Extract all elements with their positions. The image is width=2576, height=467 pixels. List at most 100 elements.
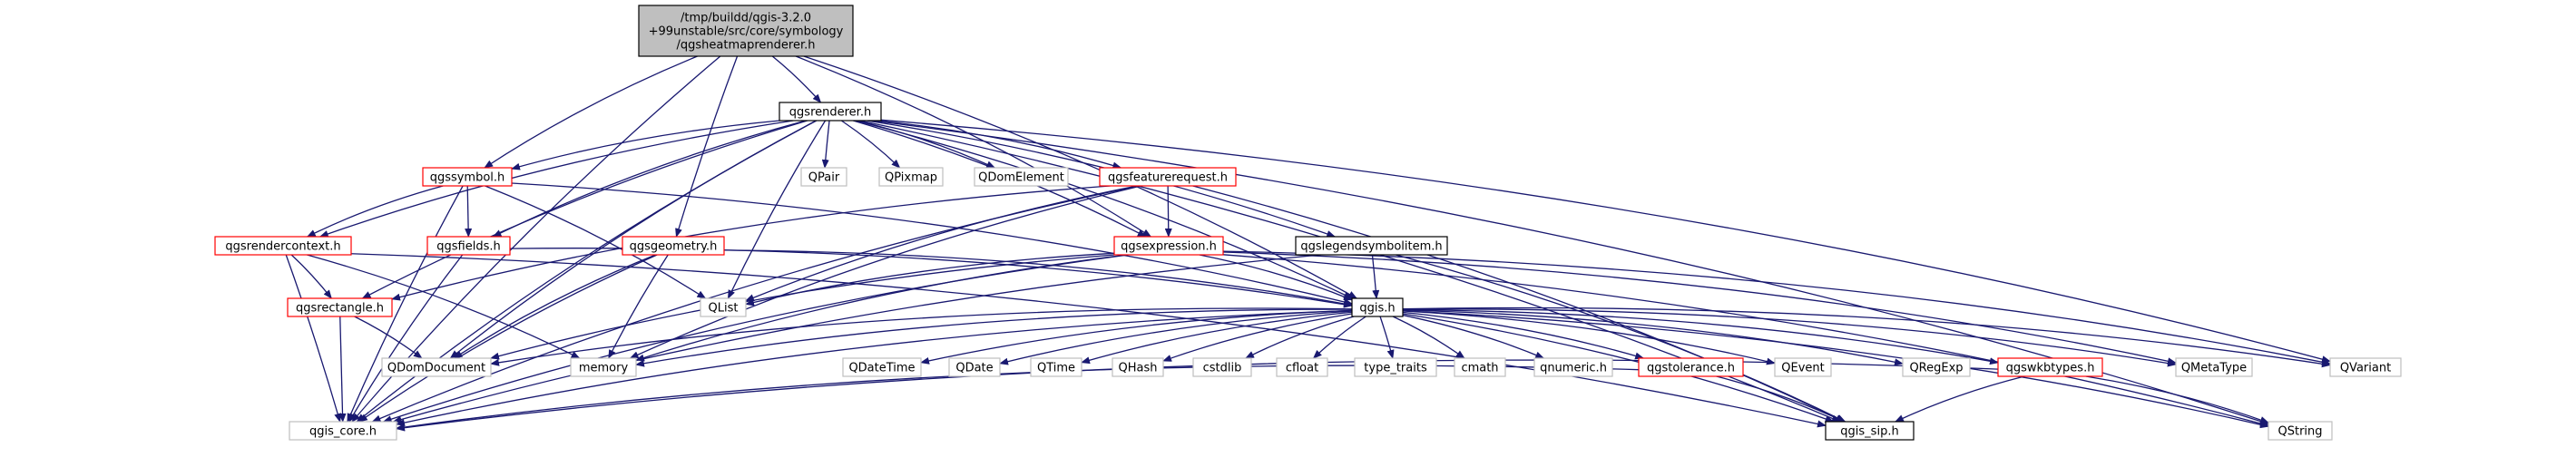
nodes-layer: /tmp/buildd/qgis-3.2.0+99unstable/src/co… xyxy=(214,5,2402,441)
edge-qgsrenderer-to-qpair xyxy=(821,120,830,169)
node-label-qstring-line-0: QString xyxy=(2277,425,2322,439)
edge-qgsgeometry-to-qgis_core xyxy=(358,254,658,423)
node-box-qgstolerance xyxy=(1638,357,1744,377)
edge-qgis-to-qgswkbtypes xyxy=(1402,308,1999,365)
node-box-qgis xyxy=(1351,297,1404,317)
edge-qgis-to-qdomdocument xyxy=(490,307,1353,366)
node-qdatetime: QDateTime xyxy=(842,357,922,377)
node-box-cstdlib xyxy=(1192,357,1252,377)
node-label-qgsfeaturerequest-line-0: qgsfeaturerequest.h xyxy=(1108,171,1228,185)
edge-qgswkbtypes-to-qgis_sip xyxy=(1895,375,2025,423)
edge-qgsfeaturerequest-to-qgis_core xyxy=(371,185,1139,423)
node-root[interactable]: /tmp/buildd/qgis-3.2.0+99unstable/src/co… xyxy=(638,5,854,57)
node-label-qgis_sip-line-0: qgis_sip.h xyxy=(1840,425,1898,439)
edge-qgis-to-qnumeric xyxy=(1402,314,1545,359)
edge-qgsrenderer-to-qpixmap xyxy=(840,120,901,169)
node-box-qnumeric xyxy=(1533,357,1613,377)
node-label-qgsrenderer-line-0: qgsrenderer.h xyxy=(789,106,871,120)
node-qgsrenderer[interactable]: qgsrenderer.h xyxy=(779,102,882,122)
node-box-qtime xyxy=(1030,357,1082,377)
node-qnumeric: qnumeric.h xyxy=(1533,357,1613,377)
node-qevent: QEvent xyxy=(1774,357,1832,377)
edge-qgsrenderer-to-qdomelement xyxy=(857,120,996,169)
edge-qgis-to-cmath xyxy=(1392,316,1465,359)
node-qgsfeaturerequest[interactable]: qgsfeaturerequest.h xyxy=(1099,167,1237,187)
node-box-qgsrenderer xyxy=(779,102,882,122)
node-box-qstring xyxy=(2267,421,2333,441)
edge-qgsfeaturerequest-to-qgsrectangle xyxy=(391,185,1111,301)
node-box-type_traits xyxy=(1354,357,1437,377)
node-label-qvariant-line-0: QVariant xyxy=(2340,362,2391,375)
node-qgsfields[interactable]: qgsfields.h xyxy=(426,236,511,256)
edge-qgsgeometry-to-qdomdocument xyxy=(453,254,656,359)
node-label-cmath-line-0: cmath xyxy=(1461,362,1498,375)
edge-qgis-to-qstring xyxy=(1402,310,2269,429)
edge-qgslegendsymbolitem-to-qgis_sip xyxy=(1396,254,1846,423)
node-label-qtime-line-0: QTime xyxy=(1037,362,1075,375)
node-qpair: QPair xyxy=(800,167,847,187)
node-label-qgis_core-line-0: qgis_core.h xyxy=(309,425,377,439)
node-type_traits: type_traits xyxy=(1354,357,1437,377)
node-label-qgssymbol-line-0: qgssymbol.h xyxy=(430,171,505,185)
node-label-root-line-0: /tmp/buildd/qgis-3.2.0 xyxy=(681,12,811,25)
edge-root-to-qgssymbol xyxy=(484,55,698,169)
edge-qgsfields-to-qgis_core xyxy=(348,254,464,423)
node-box-cfloat xyxy=(1276,357,1328,377)
node-box-cmath xyxy=(1454,357,1506,377)
edge-qgsrenderer-to-qgis xyxy=(855,120,1353,299)
node-qgssymbol[interactable]: qgssymbol.h xyxy=(422,167,513,187)
node-label-qdomdocument-line-0: QDomDocument xyxy=(387,362,485,375)
edge-qgis-to-qevent xyxy=(1402,310,1776,365)
node-qgstolerance[interactable]: qgstolerance.h xyxy=(1638,357,1744,377)
edge-qgis-to-cstdlib xyxy=(1245,316,1355,359)
node-qgsexpression[interactable]: qgsexpression.h xyxy=(1113,236,1224,256)
node-qstring: QString xyxy=(2267,421,2333,441)
edge-qgsrenderer-to-qstring xyxy=(871,120,2269,425)
node-box-qgsexpression xyxy=(1113,236,1224,256)
edge-qgsfeaturerequest-to-qlist xyxy=(745,185,1138,302)
node-box-qgsgeometry xyxy=(622,236,725,256)
edge-qgis-to-qgstolerance xyxy=(1402,311,1645,360)
node-label-cfloat-line-0: cfloat xyxy=(1286,362,1318,375)
node-label-qdatetime-line-0: QDateTime xyxy=(848,362,915,375)
edge-qgsrenderer-to-qgsfeaturerequest xyxy=(877,120,1122,170)
edge-qgsrectangle-to-qdomdocument xyxy=(354,316,423,359)
node-qgswkbtypes[interactable]: qgswkbtypes.h xyxy=(1997,357,2103,377)
node-qdomdocument: QDomDocument xyxy=(381,357,492,377)
edge-qgstolerance-to-qgis_sip xyxy=(1716,375,1846,423)
edge-qgsfeaturerequest-to-memory xyxy=(629,185,1141,359)
node-cfloat: cfloat xyxy=(1276,357,1328,377)
edge-qgis-to-qvariant xyxy=(1402,306,2331,368)
node-box-qgsrectangle xyxy=(287,297,393,317)
node-label-qlist-line-0: QList xyxy=(709,302,739,316)
node-qgslegendsymbolitem[interactable]: qgslegendsymbolitem.h xyxy=(1295,236,1448,256)
edge-root-to-qgsexpression xyxy=(795,55,1152,238)
node-label-qnumeric-line-0: qnumeric.h xyxy=(1540,362,1607,375)
edge-qgsexpression-to-memory xyxy=(635,254,1127,362)
node-label-qgslegendsymbolitem-line-0: qgslegendsymbolitem.h xyxy=(1300,240,1442,254)
node-label-qpair-line-0: QPair xyxy=(808,171,840,185)
edge-qgis-to-qmetatype xyxy=(1402,308,2177,367)
node-box-qhash xyxy=(1112,357,1164,377)
edge-qgsrendercontext-to-qgis_sip xyxy=(350,253,1827,428)
edge-qgssymbol-to-qgis_core xyxy=(347,185,464,423)
node-label-qdate-line-0: QDate xyxy=(955,362,993,375)
edge-qgswkbtypes-to-qstring xyxy=(2085,375,2269,423)
node-box-qgsfeaturerequest xyxy=(1099,167,1237,187)
node-qgsrendercontext[interactable]: qgsrendercontext.h xyxy=(214,236,352,256)
node-box-memory xyxy=(570,357,637,377)
node-qgsgeometry[interactable]: qgsgeometry.h xyxy=(622,236,725,256)
edge-qgsrenderer-to-qgsrectangle xyxy=(361,120,808,299)
edge-qgis-to-qtime xyxy=(1081,311,1353,365)
node-qgis[interactable]: qgis.h xyxy=(1351,297,1404,317)
edge-qgsrendercontext-to-qgis_core xyxy=(285,254,342,423)
node-label-qdomelement-line-0: QDomElement xyxy=(978,171,1064,185)
edge-root-to-qgsgeometry xyxy=(675,55,739,238)
node-label-qpixmap-line-0: QPixmap xyxy=(885,171,937,185)
node-qgsrectangle[interactable]: qgsrectangle.h xyxy=(287,297,393,317)
node-qgis_sip[interactable]: qgis_sip.h xyxy=(1825,421,1915,441)
edge-root-to-qgsrenderer xyxy=(771,55,822,103)
node-box-qgsfields xyxy=(426,236,511,256)
node-label-memory-line-0: memory xyxy=(579,362,629,375)
edge-qgis-to-qdate xyxy=(999,310,1353,365)
